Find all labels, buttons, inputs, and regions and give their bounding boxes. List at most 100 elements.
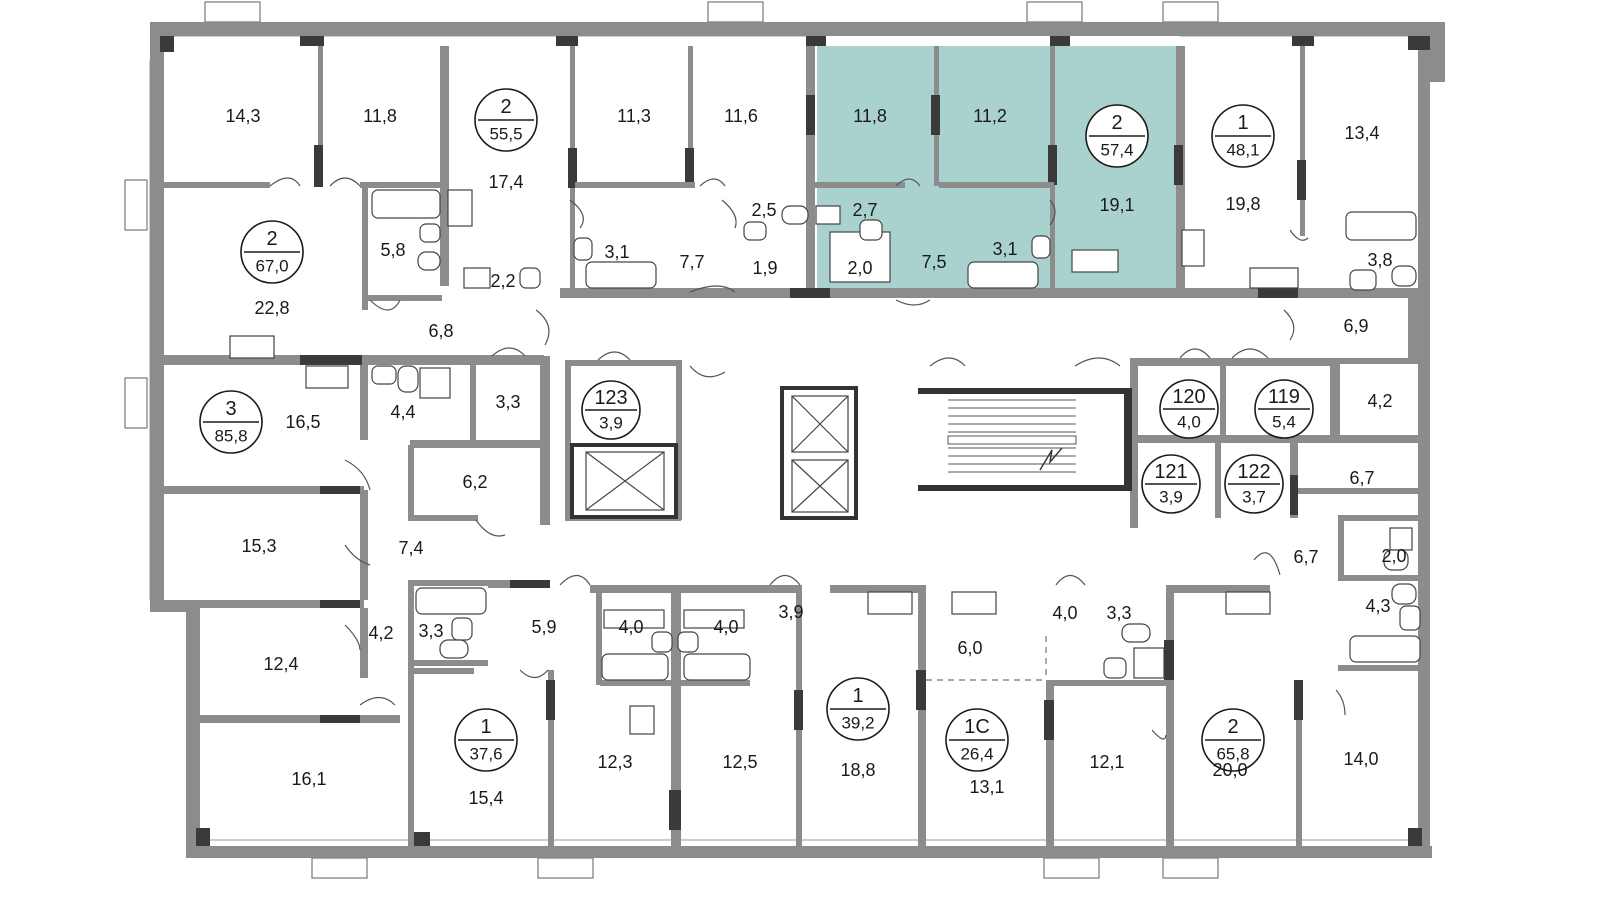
apartment-badge-top-label: 2: [266, 228, 277, 250]
apartment-badge-area-label: 55,5: [489, 124, 522, 143]
room-area-label: 7,7: [679, 252, 704, 272]
room-area-label: 4,2: [368, 623, 393, 643]
interior-walls: [164, 46, 1430, 850]
storage-badge-area-label: 3,9: [599, 414, 623, 433]
room-area-label: 15,4: [468, 788, 503, 808]
apartment-badge-area-label: 48,1: [1226, 140, 1259, 159]
apartment-badge[interactable]: 148,1: [1211, 104, 1275, 168]
room-area-label: 3,8: [1367, 250, 1392, 270]
storage-badge-area-label: 5,4: [1272, 413, 1296, 432]
room-area-label: 7,4: [398, 538, 423, 558]
apartment-badge[interactable]: 137,6: [454, 708, 518, 772]
apartment-badge[interactable]: 385,8: [199, 390, 263, 454]
storage-badge-area-label: 3,9: [1159, 488, 1183, 507]
apartment-badge[interactable]: 265,8: [1201, 708, 1265, 772]
room-area-label: 15,3: [241, 536, 276, 556]
room-area-label: 17,4: [488, 172, 523, 192]
room-area-label: 16,5: [285, 412, 320, 432]
apartment-badge[interactable]: 257,4: [1085, 104, 1149, 168]
room-area-label: 16,1: [291, 769, 326, 789]
apartment-badge-area-label: 37,6: [469, 744, 502, 763]
outer-walls: [150, 22, 1445, 858]
room-area-label: 2,5: [751, 200, 776, 220]
storage-badge-area-label: 3,7: [1242, 488, 1266, 507]
room-area-label: 5,9: [531, 617, 556, 637]
room-area-label: 6,2: [462, 472, 487, 492]
room-area-label: 3,1: [992, 239, 1017, 259]
room-area-label: 4,2: [1367, 391, 1392, 411]
apartment-badge-area-label: 65,8: [1216, 744, 1249, 763]
fixtures: [229, 189, 1421, 735]
room-area-label: 6,7: [1293, 547, 1318, 567]
room-area-label: 3,9: [778, 602, 803, 622]
room-area-label: 14,0: [1343, 749, 1378, 769]
apartment-badge-area-label: 67,0: [255, 256, 288, 275]
apartment-badge-top-label: 1С: [964, 716, 990, 738]
room-area-label: 6,8: [428, 321, 453, 341]
room-area-label: 12,4: [263, 654, 298, 674]
storage-badge-top-label: 121: [1154, 461, 1187, 483]
room-area-label: 1,9: [752, 258, 777, 278]
apartment-badge-top-label: 2: [1227, 716, 1238, 738]
apartment-badge-top-label: 1: [1237, 112, 1248, 134]
apartment-badge-top-label: 1: [852, 685, 863, 707]
room-area-label: 3,1: [604, 242, 629, 262]
room-area-label: 3,3: [418, 621, 443, 641]
room-area-label: 18,8: [840, 760, 875, 780]
apartment-badge[interactable]: 139,2: [826, 677, 890, 741]
room-area-label: 3,3: [1106, 603, 1131, 623]
room-area-label: 13,1: [969, 777, 1004, 797]
room-area-label: 11,8: [853, 106, 887, 126]
room-area-label: 7,5: [921, 252, 946, 272]
room-area-label: 3,3: [495, 392, 520, 412]
room-area-label: 5,8: [380, 240, 405, 260]
apartment-badge[interactable]: 267,0: [240, 220, 304, 284]
room-area-label: 11,6: [724, 106, 758, 126]
room-area-label: 4,0: [618, 617, 643, 637]
doors: [269, 177, 1346, 740]
apartment-badge-top-label: 3: [225, 398, 236, 420]
room-area-label: 19,8: [1225, 194, 1260, 214]
room-area-label: 19,1: [1099, 195, 1134, 215]
room-area-label: 4,4: [390, 402, 415, 422]
room-area-label: 14,3: [225, 106, 260, 126]
apartment-badge-top-label: 1: [480, 716, 491, 738]
room-area-label: 6,9: [1343, 316, 1368, 336]
room-area-label: 12,3: [597, 752, 632, 772]
storage-badge-top-label: 120: [1172, 386, 1205, 408]
apartment-badge[interactable]: 255,5: [474, 88, 538, 152]
room-area-label: 6,7: [1349, 468, 1374, 488]
staircase: [918, 388, 1132, 491]
room-area-label: 2,2: [490, 271, 515, 291]
apartment-badge-top-label: 2: [500, 96, 511, 118]
storage-badge-top-label: 123: [594, 387, 627, 409]
elevator-core: [570, 386, 858, 520]
room-area-label: 11,2: [973, 106, 1007, 126]
room-area-label: 11,3: [617, 106, 651, 126]
room-area-label: 2,7: [852, 200, 877, 220]
room-area-label: 4,3: [1365, 596, 1390, 616]
storage-badge-top-label: 119: [1268, 386, 1300, 408]
storage-badge-top-label: 122: [1237, 461, 1270, 483]
apartment-badge-area-label: 39,2: [841, 713, 874, 732]
room-area-label: 12,1: [1089, 752, 1124, 772]
room-area-label: 20,0: [1212, 760, 1247, 780]
storage-badge-area-label: 4,0: [1177, 413, 1201, 432]
room-area-label: 22,8: [254, 298, 289, 318]
apartment-badge-area-label: 85,8: [214, 426, 247, 445]
room-area-label: 11,8: [363, 106, 397, 126]
apartment-badge-area-label: 57,4: [1100, 140, 1133, 159]
room-area-label: 2,0: [1381, 546, 1406, 566]
room-area-label: 4,0: [713, 617, 738, 637]
room-area-label: 12,5: [722, 752, 757, 772]
